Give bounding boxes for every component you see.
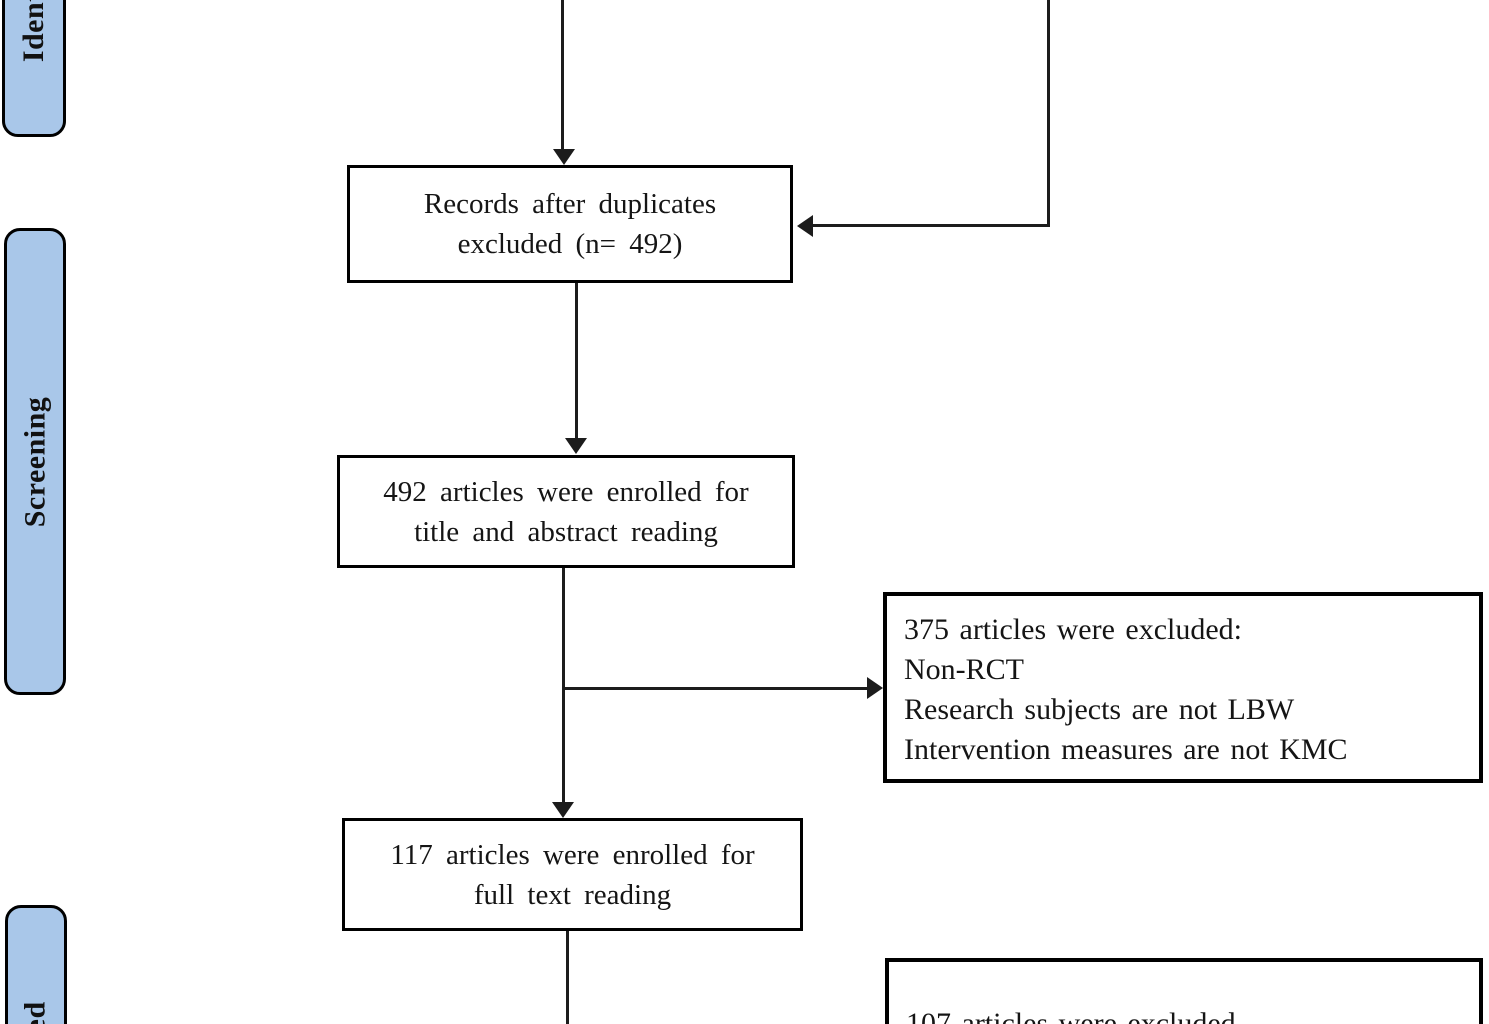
connector-below-fulltext bbox=[566, 931, 569, 1024]
arrowhead-right-into-screening-excluded-icon bbox=[867, 677, 883, 699]
stage-label-screening: Screening bbox=[4, 228, 66, 695]
box-screening-excluded-line-1: 375 articles were excluded: bbox=[904, 613, 1243, 646]
connector-records-to-title-abstract bbox=[575, 283, 578, 438]
arrowhead-left-into-records-icon bbox=[797, 215, 813, 237]
arrowhead-down-into-fulltext-icon bbox=[552, 802, 574, 818]
box-screening-excluded-line-3: Research subjects are not LBW bbox=[904, 693, 1295, 726]
connector-branch-to-screening-excluded bbox=[564, 687, 867, 690]
stage-label-included: Included bbox=[5, 905, 67, 1024]
connector-right-vertical bbox=[1047, 0, 1050, 227]
stage-label-included-text: Included bbox=[19, 1001, 53, 1024]
box-records-line-2: excluded (n= 492) bbox=[457, 228, 683, 260]
connector-top-into-records bbox=[561, 0, 564, 149]
box-fulltext-excluded-line-1: 107 articles were excluded bbox=[906, 1007, 1236, 1024]
box-full-text-reading: 117 articles were enrolled for full text… bbox=[342, 818, 803, 931]
connector-title-abstract-to-fulltext bbox=[562, 568, 565, 802]
stage-label-identification: Identification bbox=[2, 0, 66, 137]
stage-label-screening-text: Screening bbox=[18, 396, 52, 527]
box-title-abstract-line-1: 492 articles were enrolled for bbox=[383, 475, 749, 508]
box-fulltext-excluded: 107 articles were excluded bbox=[885, 958, 1483, 1024]
box-records-line-1: Records after duplicates bbox=[423, 188, 717, 220]
box-records-after-duplicates: Records after duplicates excluded (n= 49… bbox=[347, 165, 793, 283]
box-screening-excluded: 375 articles were excluded: Non-RCT Rese… bbox=[883, 592, 1483, 783]
box-title-abstract-line-2: title and abstract reading bbox=[414, 515, 718, 548]
arrowhead-down-into-records-icon bbox=[553, 149, 575, 165]
box-title-abstract-reading: 492 articles were enrolled for title and… bbox=[337, 455, 795, 568]
box-screening-excluded-line-4: Intervention measures are not KMC bbox=[904, 733, 1348, 766]
box-full-text-line-1: 117 articles were enrolled for bbox=[390, 838, 755, 871]
arrowhead-down-into-title-abstract-icon bbox=[565, 438, 587, 454]
connector-right-horizontal bbox=[813, 224, 1049, 227]
box-screening-excluded-line-2: Non-RCT bbox=[904, 653, 1024, 686]
stage-label-identification-text: Identification bbox=[17, 0, 51, 62]
box-full-text-line-2: full text reading bbox=[473, 878, 672, 911]
